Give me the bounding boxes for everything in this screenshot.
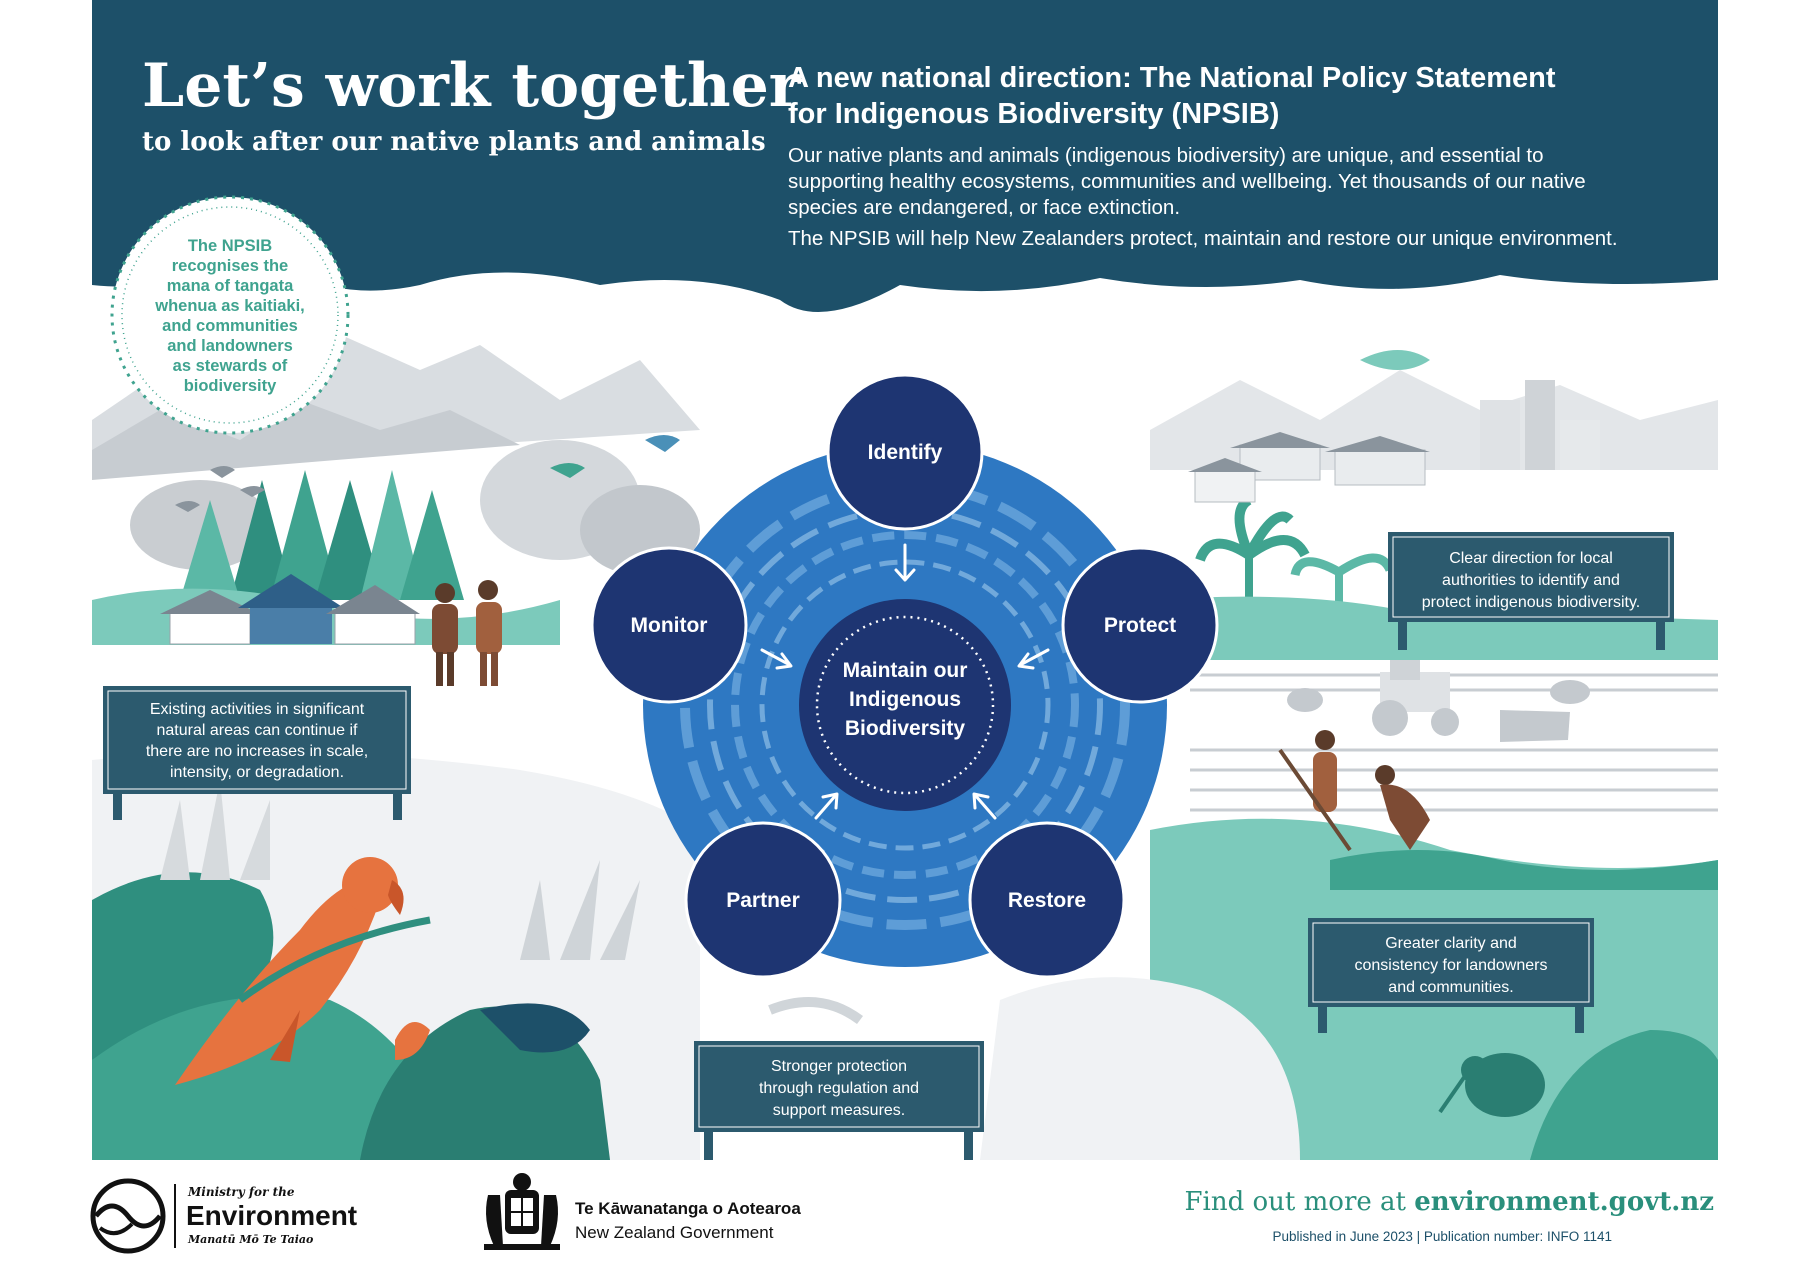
sign-existing-line-2: natural areas can continue if (156, 722, 358, 739)
sign-stronger-protection: Stronger protection through regulation a… (694, 1041, 984, 1160)
ministry-name: Environment (186, 1200, 357, 1231)
badge-line-4: whenua as kaitiaki, (154, 297, 304, 315)
sign-protection-line-2: through regulation and (759, 1080, 919, 1097)
ministry-maori-name: Manatū Mō Te Taiao (187, 1233, 313, 1246)
intro-paragraph-line1: Our native plants and animals (indigenou… (788, 144, 1544, 167)
arrow-restore-icon (972, 792, 997, 820)
page-subtitle: to look after our native plants and anim… (142, 127, 766, 157)
sign-existing-line-4: intensity, or degradation. (170, 764, 344, 781)
badge-line-8: biodiversity (184, 377, 277, 395)
section-heading-line2: for Indigenous Biodiversity (NPSIB) (788, 98, 1279, 130)
ministry-logo-icon (90, 1178, 166, 1254)
sign-direction-line-3: protect indigenous biodiversity. (1422, 594, 1641, 611)
arrow-identify-icon (894, 543, 916, 582)
node-identify-label: Identify (868, 441, 943, 464)
intro-paragraph-line3: species are endangered, or face extincti… (788, 196, 1180, 219)
sign-clear-direction: Clear direction for local authorities to… (1388, 532, 1674, 650)
node-partner (684, 821, 842, 979)
biodiversity-cycle-diagram: Maintain our Indigenous Biodiversity Ide… (590, 373, 1219, 979)
find-out-more: Find out more at environment.govt.nz (1185, 1187, 1714, 1217)
arrow-protect-icon (1017, 648, 1050, 670)
cycle-center-line-2: Indigenous (849, 688, 961, 711)
cycle-center-line-1: Maintain our (843, 659, 968, 682)
publication-info: Published in June 2023 | Publication num… (1273, 1229, 1612, 1244)
sign-existing-activities: Existing activities in significant natur… (103, 686, 411, 820)
sign-protection-line-3: support measures. (773, 1102, 906, 1119)
badge-line-1: The NPSIB (188, 237, 272, 255)
sign-direction-line-2: authorities to identify and (1442, 572, 1620, 589)
tractor-illustration (1372, 660, 1459, 736)
node-monitor-label: Monitor (631, 614, 708, 637)
find-out-more-url[interactable]: environment.govt.nz (1414, 1187, 1714, 1217)
section-heading-line1: A new national direction: The National P… (788, 62, 1556, 94)
badge-line-5: and communities (162, 317, 298, 335)
palm-trees-right (1195, 495, 1395, 630)
sign-clarity-line-1: Greater clarity and (1385, 935, 1517, 952)
node-restore (968, 821, 1126, 979)
govt-english-name: New Zealand Government (575, 1223, 774, 1242)
npsib-badge: The NPSIB recognises the mana of tangata… (110, 195, 350, 435)
badge-line-2: recognises the (172, 257, 288, 275)
sign-greater-clarity: Greater clarity and consistency for land… (1308, 918, 1594, 1033)
nz-coat-of-arms-icon (484, 1173, 560, 1250)
houses-left (160, 574, 420, 645)
kaka-parrot-illustration (175, 857, 431, 1085)
node-restore-label: Restore (1008, 889, 1086, 912)
node-identify (826, 373, 984, 531)
badge-line-6: and landowners (167, 337, 293, 355)
node-protect (1061, 546, 1219, 704)
node-monitor (590, 546, 748, 704)
intro-paragraph-npsib: The NPSIB will help New Zealanders prote… (788, 227, 1618, 250)
footer: Ministry for the Environment Manatū Mō T… (90, 1173, 1714, 1254)
kiwi-illustration (1438, 1053, 1545, 1117)
node-protect-label: Protect (1104, 614, 1176, 637)
arrow-monitor-icon (760, 648, 793, 670)
farm-fence (1190, 673, 1718, 812)
gardeners-illustration (1278, 730, 1718, 890)
badge-line-7: as stewards of (173, 357, 288, 375)
badge-line-3: mana of tangata (167, 277, 294, 295)
arrow-partner-icon (814, 792, 839, 820)
sign-existing-line-3: there are no increases in scale, (146, 743, 368, 760)
page-title: Let’s work together (142, 51, 802, 121)
walking-couple (432, 580, 502, 686)
sign-protection-line-1: Stronger protection (771, 1058, 907, 1075)
sign-existing-line-1: Existing activities in significant (150, 701, 365, 718)
sign-clarity-line-2: consistency for landowners (1355, 957, 1548, 974)
govt-maori-name: Te Kāwanatanga o Aotearoa (575, 1199, 801, 1218)
node-partner-label: Partner (726, 889, 800, 912)
intro-paragraph-line2: supporting healthy ecosystems, communiti… (788, 170, 1586, 193)
ministry-small-label: Ministry for the (187, 1185, 295, 1199)
cycle-center-line-3: Biodiversity (845, 717, 966, 740)
header-band (92, 0, 1718, 312)
cycle-center-disc (799, 599, 1011, 811)
find-out-more-prefix: Find out more at (1185, 1187, 1415, 1217)
sign-clarity-line-3: and communities. (1388, 979, 1513, 996)
town-buildings (1188, 380, 1600, 503)
sign-direction-line-1: Clear direction for local (1449, 550, 1613, 567)
